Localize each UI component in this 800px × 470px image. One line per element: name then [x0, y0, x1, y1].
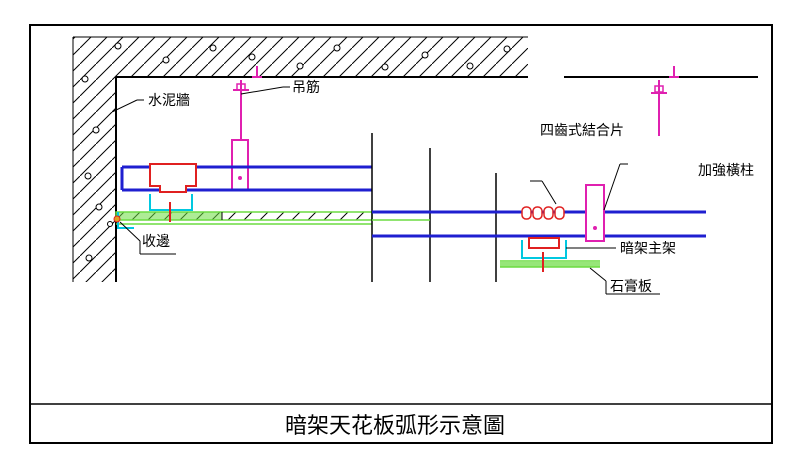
- hanger-bolt-left: [231, 66, 262, 191]
- diagram-title: 暗架天花板弧形示意圖: [285, 414, 505, 439]
- gypsum-board-right: [500, 262, 600, 267]
- reinforcing-rail-clip: [585, 184, 605, 242]
- label-edge-trim: 收邊: [142, 234, 170, 250]
- drawing-border: [29, 24, 773, 444]
- label-four-tooth-connector: 四齒式結合片: [540, 123, 624, 139]
- label-gypsum-board: 石膏板: [610, 278, 652, 295]
- hanger-bolt-right: [651, 66, 679, 136]
- concrete-slab: [73, 37, 528, 282]
- label-reinforcing-rail: 加強橫柱: [698, 163, 754, 179]
- hanger-clip-left: [231, 139, 249, 191]
- label-cement-wall: 水泥牆: [148, 93, 190, 109]
- label-main-frame: 暗架主架: [620, 241, 676, 257]
- connector-left: [149, 163, 197, 193]
- label-hanger: 吊筋: [292, 79, 320, 96]
- four-tooth-clip: [521, 206, 565, 220]
- concrete-structure: [72, 36, 758, 282]
- connector-right: [528, 237, 560, 249]
